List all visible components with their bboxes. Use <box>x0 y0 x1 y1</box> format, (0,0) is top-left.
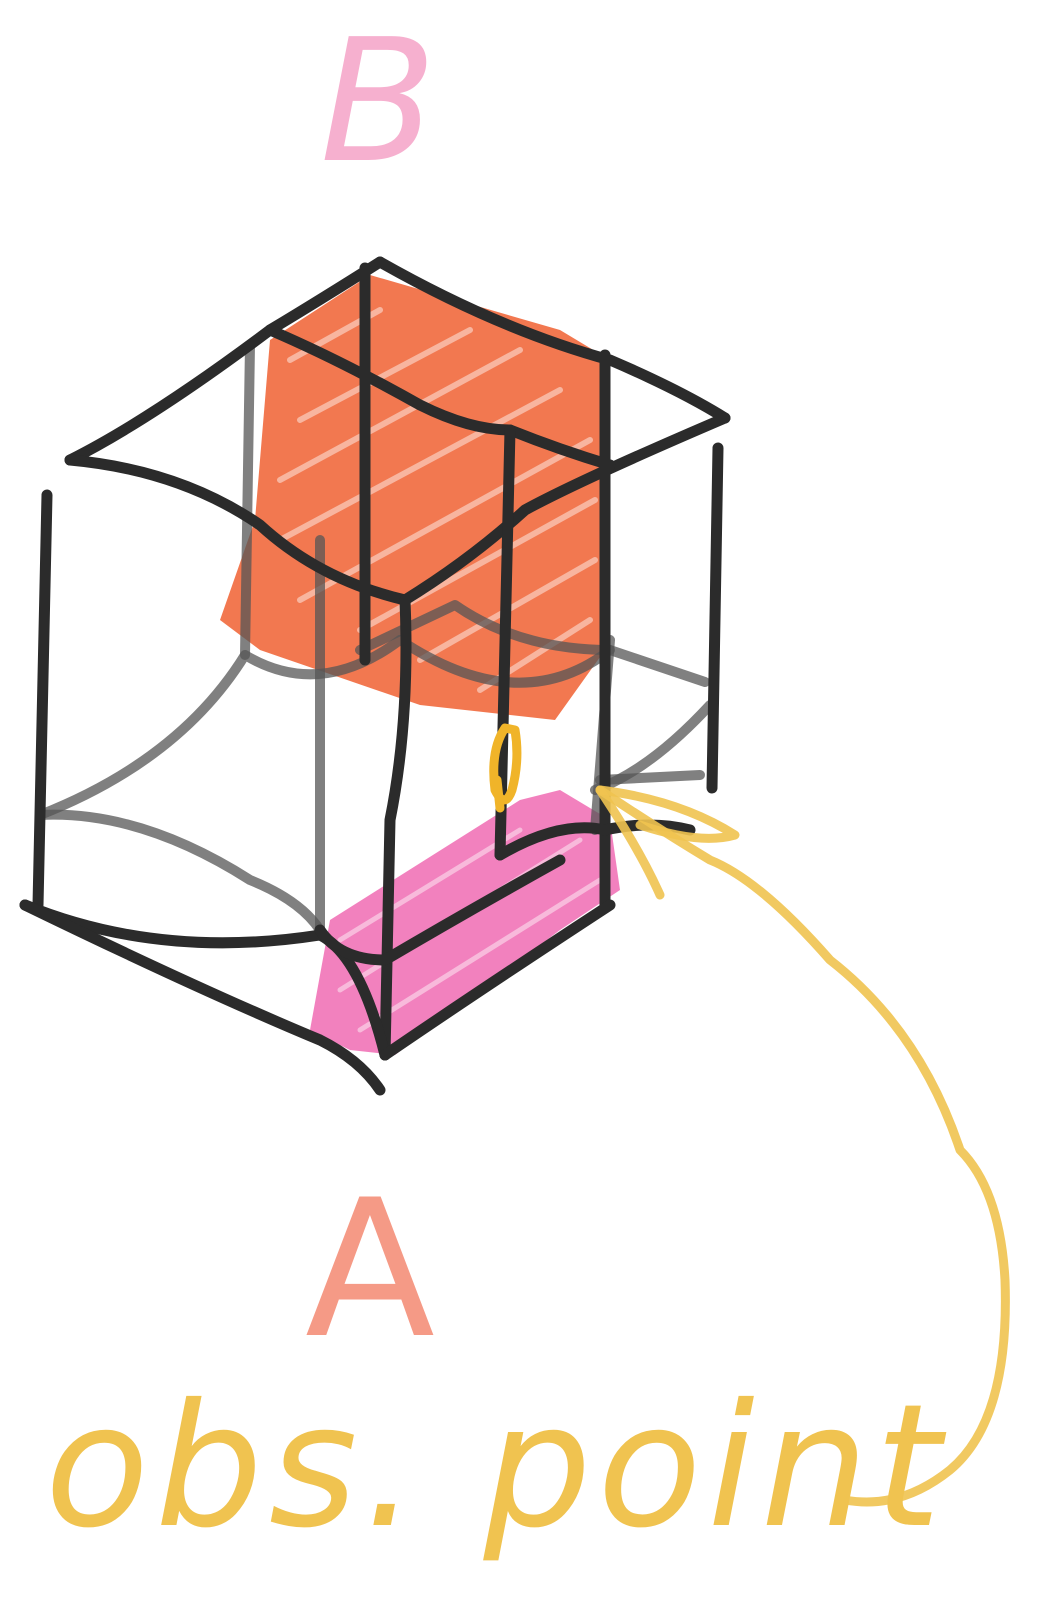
observation-arrow <box>595 785 1010 1507</box>
observation-point-label: obs. point <box>45 1368 947 1566</box>
box-front-edges <box>19 256 731 1096</box>
region-a-label: A <box>305 1159 435 1380</box>
region-b-label: B <box>320 3 437 201</box>
observation-marker <box>489 723 522 813</box>
